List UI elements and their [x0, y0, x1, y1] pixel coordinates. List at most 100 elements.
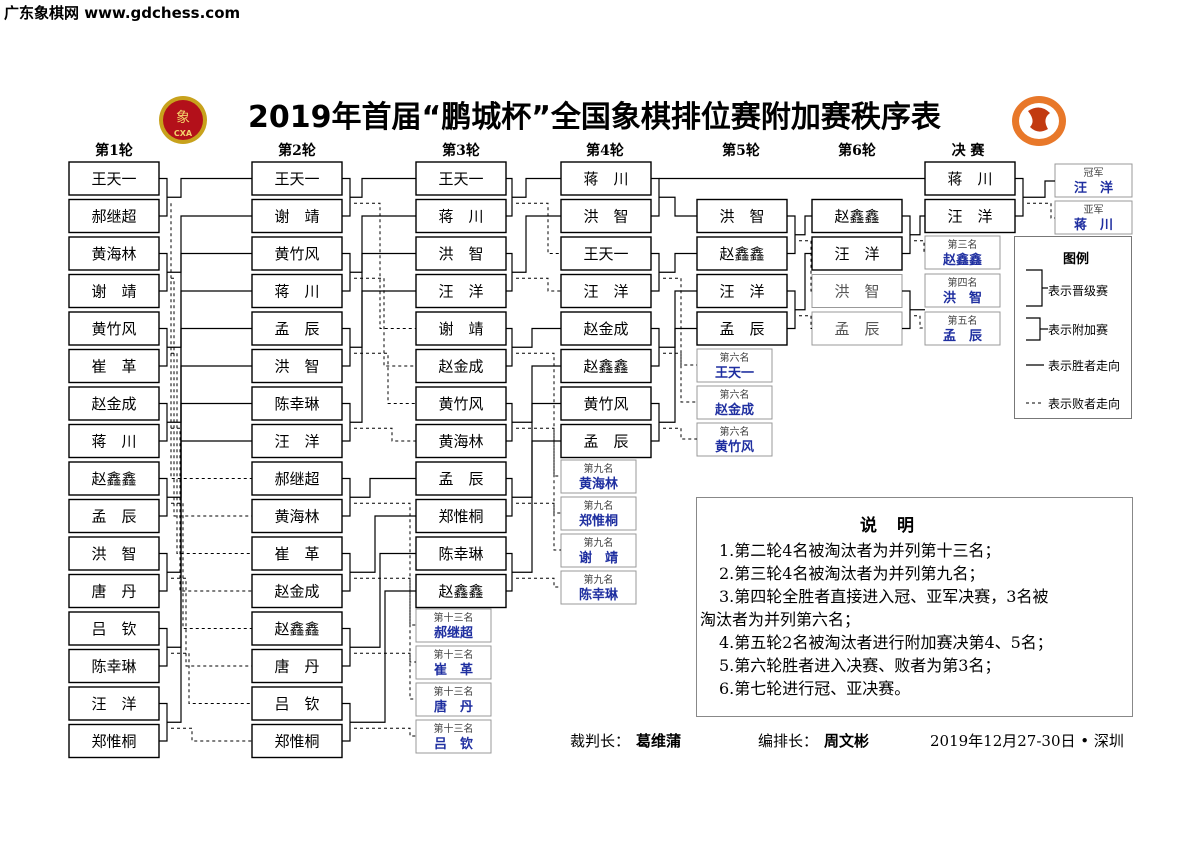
- player-box: [251, 573, 343, 609]
- player-box: [696, 311, 788, 346]
- bracket-line: [342, 702, 351, 742]
- player-box: [68, 461, 160, 496]
- player-box: [415, 536, 507, 571]
- svg-text:象: 象: [176, 110, 190, 126]
- bracket-line: [167, 290, 252, 423]
- bracket-line: [1023, 180, 1055, 198]
- bracket-line: [795, 252, 812, 311]
- bracket-line: [659, 196, 697, 217]
- event-date: 2019年12月27-30日 • 深圳: [930, 732, 1124, 750]
- placement-label: 第九名: [584, 462, 614, 475]
- placement-box: [1054, 163, 1133, 198]
- player-name: 黄竹风: [274, 245, 319, 263]
- player-name: 郑惟桐: [274, 733, 319, 751]
- placement-box: [560, 533, 637, 568]
- player-box: [811, 311, 903, 346]
- player-name: 汪 洋: [583, 283, 628, 301]
- bracket-line: [506, 252, 513, 292]
- player-box: [560, 311, 652, 346]
- player-name: 汪 洋: [438, 283, 483, 301]
- bracket-line: [902, 215, 911, 255]
- referee-label: 裁判长：: [570, 732, 631, 750]
- player-box: [560, 386, 652, 421]
- player-box: [696, 273, 788, 309]
- player-name: 赵鑫鑫: [438, 583, 483, 601]
- player-name: 蒋 川: [274, 283, 319, 301]
- placement-label: 第十三名: [434, 648, 474, 661]
- player-name: 崔 革: [274, 545, 319, 563]
- bracket-line: [651, 402, 660, 442]
- placement-label: 第九名: [584, 573, 614, 586]
- bracket-line: [159, 627, 168, 667]
- placement-box: [415, 682, 492, 717]
- player-box: [68, 161, 160, 196]
- bracket-line: [506, 552, 513, 592]
- bracket-line: [799, 315, 812, 329]
- bracket-line: [516, 202, 561, 254]
- placement-label: 第九名: [584, 499, 614, 512]
- bracket-line: [167, 177, 252, 198]
- round-header: 决 赛: [952, 142, 986, 159]
- note-line: 4.第五轮2名被淘汰者进行附加赛决第4、5名；: [719, 633, 1053, 652]
- bracket-line: [659, 327, 697, 423]
- placement-box: [696, 422, 773, 457]
- player-box: [415, 273, 507, 309]
- player-name: 吕 钦: [91, 620, 136, 638]
- player-box: [68, 236, 160, 271]
- legend-item-extra: 表示附加赛: [1048, 323, 1109, 337]
- player-name: 蒋 川: [438, 208, 483, 226]
- placement-name: 洪 智: [943, 290, 982, 306]
- placement-box: [1054, 200, 1133, 235]
- player-name: 孟 辰: [91, 508, 136, 526]
- bracket-line: [651, 252, 660, 292]
- placement-box: [924, 273, 1001, 308]
- bracket-line: [354, 427, 416, 442]
- placement-name: 陈幸琳: [579, 587, 619, 603]
- player-name: 赵鑫鑫: [274, 620, 319, 638]
- bracket-line: [512, 365, 561, 423]
- legend-box: [1014, 236, 1132, 419]
- bracket-line: [506, 402, 513, 442]
- round-header: 第5轮: [722, 142, 760, 159]
- notes-title: 说明: [860, 516, 934, 536]
- placement-name: 赵金成: [714, 402, 754, 418]
- bracket-line: [354, 652, 416, 700]
- bracket-line: [516, 427, 561, 514]
- bracket-line: [914, 240, 925, 253]
- bracket-line: [516, 352, 561, 477]
- bracket-line: [354, 727, 416, 737]
- bracket-line: [167, 327, 252, 498]
- bracket-line: [516, 502, 561, 551]
- player-name: 王天一: [274, 170, 319, 188]
- bracket-line: [350, 477, 416, 498]
- bracket-line: [159, 177, 168, 217]
- page-title: 2019年首届“鹏城杯”全国象棋排位赛附加赛秩序表: [248, 100, 941, 135]
- legend-item-winner: 表示胜者走向: [1048, 359, 1121, 373]
- player-name: 赵金成: [583, 320, 628, 338]
- player-box: [696, 198, 788, 234]
- bracket-line: [171, 577, 252, 667]
- bracket-line: [902, 290, 911, 330]
- bracket-line: [787, 215, 796, 255]
- bracket-line: [171, 502, 252, 629]
- player-name: 洪 智: [719, 208, 764, 226]
- bracket-line: [651, 177, 660, 217]
- placement-label: 第十三名: [434, 685, 474, 698]
- placement-label: 第五名: [948, 314, 978, 327]
- player-name: 孟 辰: [438, 470, 483, 488]
- player-name: 孟 辰: [719, 320, 764, 338]
- placement-name: 黄海林: [579, 476, 618, 492]
- player-name: 洪 智: [274, 358, 319, 376]
- bracket-line: [354, 277, 416, 367]
- bracket-line: [342, 252, 351, 292]
- player-box: [68, 648, 160, 684]
- bracket-line: [342, 627, 351, 667]
- player-name: 汪 洋: [91, 695, 136, 713]
- legend-title: 图例: [1063, 252, 1090, 267]
- player-name: 黄竹风: [91, 320, 136, 338]
- bracket-line: [171, 652, 252, 704]
- placement-label: 第三名: [948, 238, 978, 251]
- bracket-line: [350, 177, 416, 198]
- placement-box: [415, 719, 492, 754]
